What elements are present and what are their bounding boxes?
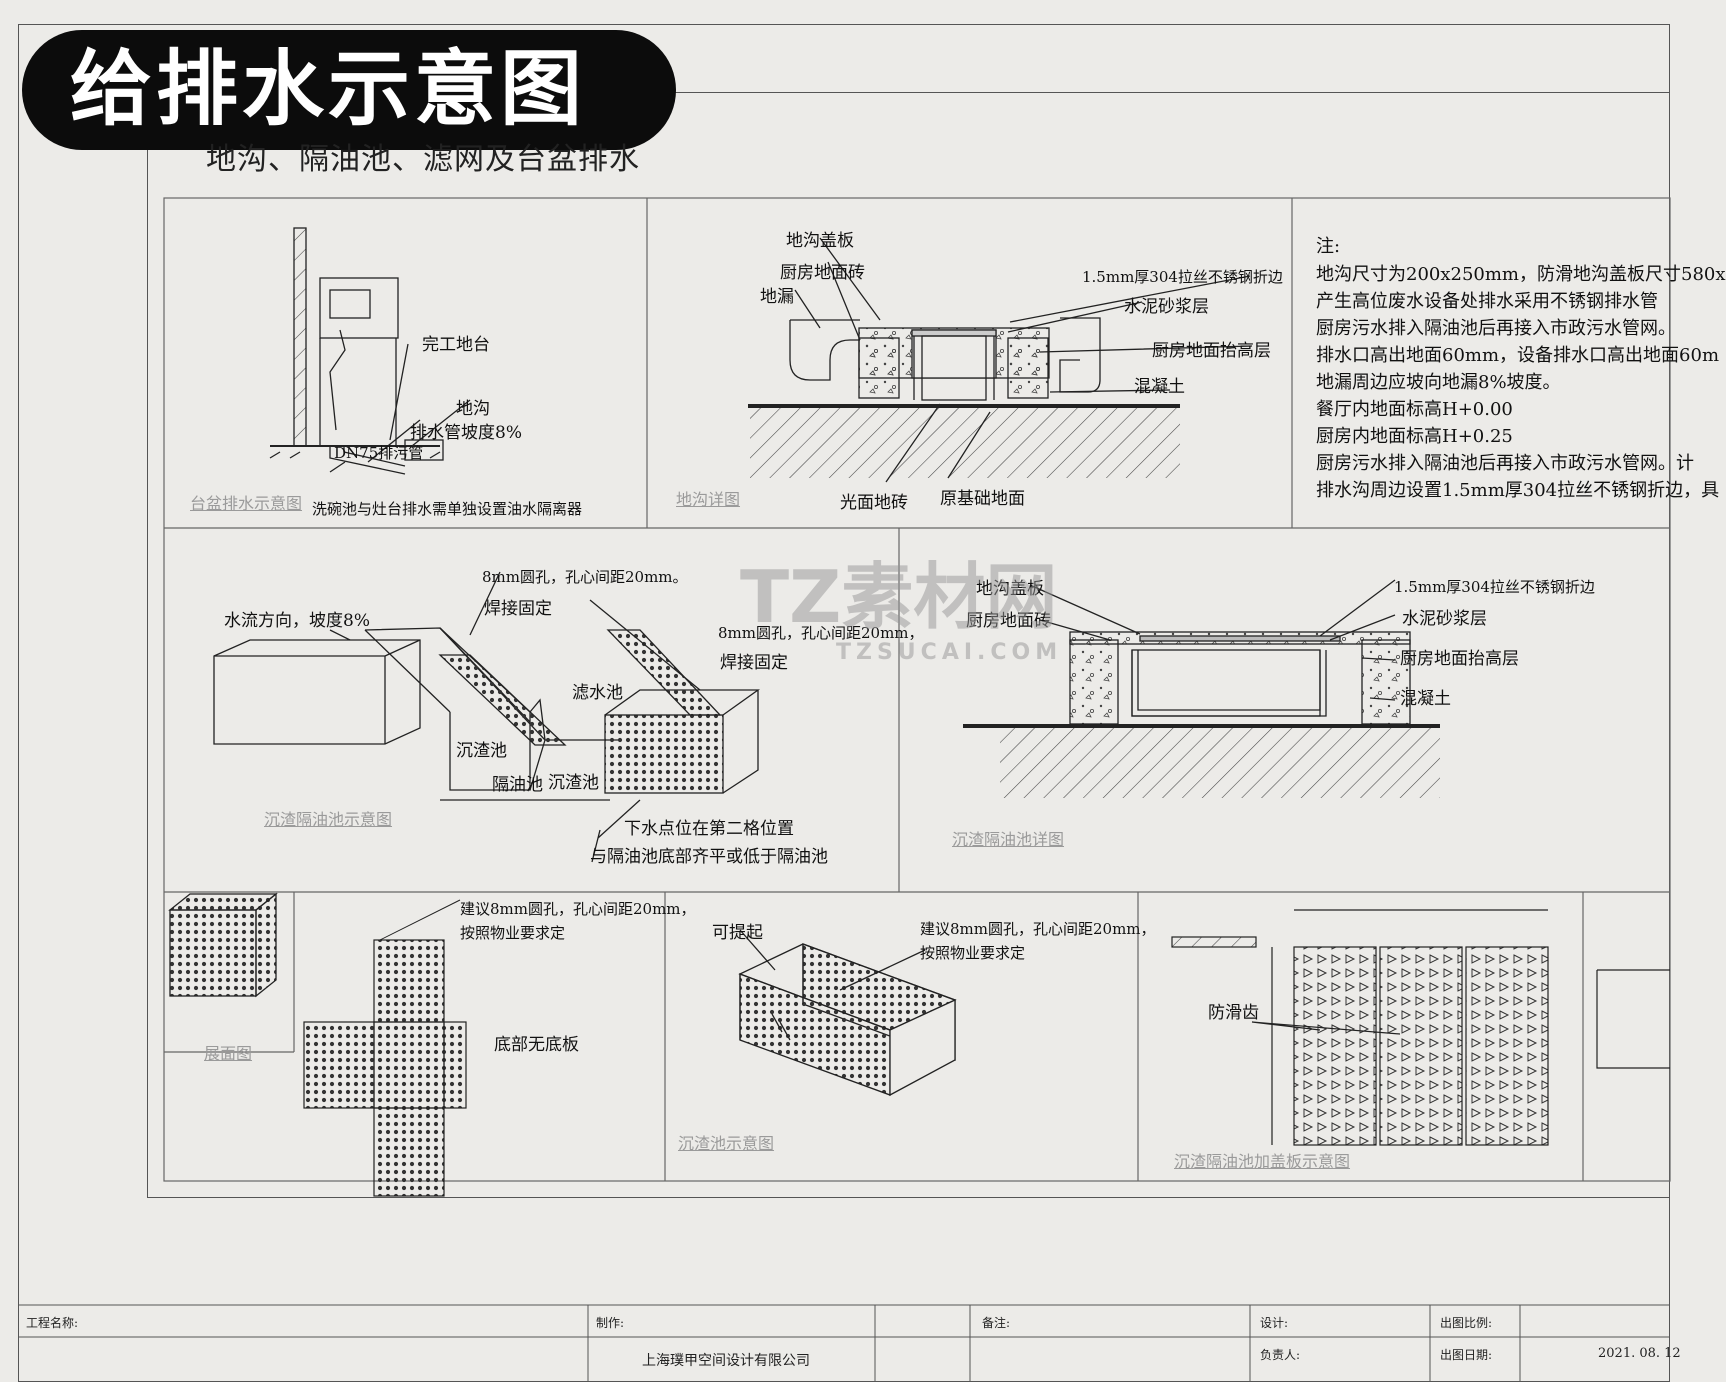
- note-line: 厨房内地面标高H+0.25: [1316, 426, 1513, 447]
- separator-detail-drawing: [963, 579, 1440, 798]
- note-line: 厨房污水排入隔油池后再接入市政污水管网。: [1316, 318, 1676, 339]
- trench-smooth-label: 光面地砖: [840, 493, 908, 513]
- sep-settle1-label: 沉渣池: [456, 741, 507, 761]
- trench-mortar-label: 水泥砂浆层: [1124, 297, 1209, 317]
- basin-remark: 洗碗池与灶台排水需单独设置油水隔离器: [312, 500, 583, 518]
- notes-head: 注:: [1316, 236, 1341, 257]
- net-base-label: 底部无底板: [494, 1035, 579, 1055]
- panel-grid: [163, 197, 1671, 1182]
- detail-raise-label: 厨房地面抬高层: [1400, 649, 1519, 669]
- sep-bottom-label: 与隔油池底部齐平或低于隔油池: [590, 847, 828, 867]
- note-line: 地漏周边应坡向地漏8%坡度。: [1316, 372, 1561, 393]
- date-value: 2021. 08. 12: [1598, 1346, 1681, 1361]
- trench-label: 地沟: [456, 399, 490, 419]
- counter-label: 完工地台: [422, 335, 490, 355]
- trench-base-label: 原基础地面: [940, 489, 1025, 509]
- trench-raise-label: 厨房地面抬高层: [1152, 341, 1271, 361]
- slope-label: 排水管坡度8%: [410, 423, 522, 443]
- basket-drawing: [738, 929, 957, 1097]
- note-line: 厨房污水排入隔油池后再接入市政污水管网。计: [1316, 453, 1694, 474]
- date-label: 出图日期:: [1440, 1348, 1493, 1362]
- title-block-grid: [18, 1304, 1670, 1382]
- cover-plate-drawing: [1171, 909, 1549, 1146]
- detail-tile-label: 厨房地面砖: [966, 611, 1051, 631]
- trench-steel-label: 1.5mm厚304拉丝不锈钢折边: [1082, 268, 1283, 286]
- sep-hole-label: 8mm圆孔，孔心间距20mm。: [482, 568, 688, 586]
- unfolded-net-drawing: [303, 899, 467, 1197]
- detail-cover-label: 地沟盖板: [976, 579, 1044, 599]
- sep-hole2-label: 8mm圆孔，孔心间距20mm，: [718, 624, 924, 642]
- note-line: 产生高位废水设备处排水采用不锈钢排水管: [1316, 291, 1658, 312]
- trench-drain-label: 地漏: [760, 287, 794, 307]
- watermark-sub: TZSUCAI.COM: [836, 640, 1063, 665]
- note-line: 排水口高出地面60mm，设备排水口高出地面60m: [1316, 345, 1720, 366]
- design-label: 设计:: [1260, 1316, 1289, 1330]
- basin-drawing: [269, 227, 471, 475]
- trench-cover-label: 地沟盖板: [786, 231, 854, 251]
- sep-weld2-label: 焊接固定: [720, 653, 788, 673]
- basket-req-label: 按照物业要求定: [920, 944, 1026, 962]
- sep-settle2-label: 沉渣池: [548, 773, 599, 793]
- basket-lift-label: 可提起: [712, 923, 763, 943]
- sheet-title: 地沟、隔油池、滤网及台盆排水: [206, 142, 640, 177]
- net-req-label: 按照物业要求定: [460, 924, 566, 942]
- trench-detail-drawing: [748, 237, 1253, 483]
- trench-tile-label: 厨房地面砖: [780, 263, 865, 283]
- detail-steel-label: 1.5mm厚304拉丝不锈钢折边: [1394, 578, 1595, 596]
- cover-caption: 沉渣隔油池加盖板示意图: [1174, 1152, 1351, 1171]
- basket-caption: 沉渣池示意图: [678, 1134, 775, 1153]
- responsible-label: 负责人:: [1260, 1348, 1301, 1362]
- sep-filter-label: 滤水池: [572, 683, 623, 703]
- watermark-main: TZ素材网: [740, 555, 1058, 639]
- drawing-canvas: [18, 197, 1671, 1382]
- scale-label: 出图比例:: [1440, 1316, 1493, 1330]
- trench-concrete-label: 混凝土: [1134, 377, 1185, 397]
- net-hole-label: 建议8mm圆孔，孔心间距20mm，: [460, 900, 696, 918]
- made-by-label: 制作:: [596, 1316, 625, 1330]
- project-name-label: 工程名称:: [26, 1316, 79, 1330]
- note-line: 餐厅内地面标高H+0.00: [1316, 399, 1513, 420]
- detail-concrete-label: 混凝土: [1400, 689, 1451, 709]
- partial-panel-drawing: [1596, 969, 1670, 1069]
- banner-title: 给排水示意图: [70, 42, 587, 137]
- cover-anti-label: 防滑齿: [1208, 1003, 1259, 1023]
- sep-oil-label: 隔油池: [492, 775, 543, 795]
- note-line: 地沟尺寸为200x250mm，防滑地沟盖板尺寸580x: [1316, 264, 1726, 285]
- banner-badge: 给排水示意图: [22, 30, 676, 150]
- basin-caption: 台盆排水示意图: [190, 494, 303, 513]
- sep-weld-label: 焊接固定: [484, 599, 552, 619]
- sep-outlet-label: 下水点位在第二格位置: [624, 819, 794, 839]
- remarks-label: 备注:: [982, 1316, 1011, 1330]
- company-name: 上海璞甲空间设计有限公司: [642, 1353, 810, 1369]
- elevation-drawing: [168, 892, 278, 998]
- sep-caption: 沉渣隔油池示意图: [264, 810, 393, 829]
- detail-caption: 沉渣隔油池详图: [952, 830, 1065, 849]
- detail-mortar-label: 水泥砂浆层: [1402, 609, 1487, 629]
- trench-caption: 地沟详图: [676, 490, 741, 509]
- sep-flow-label: 水流方向，坡度8%: [224, 611, 370, 631]
- basket-hole-label: 建议8mm圆孔，孔心间距20mm，: [920, 920, 1156, 938]
- note-line: 排水沟周边设置1.5mm厚304拉丝不锈钢折边，具: [1316, 480, 1720, 501]
- elevation-caption: 展面图: [204, 1044, 253, 1063]
- separator-drawing: [213, 571, 761, 863]
- pipe-label: DN75排污管: [334, 444, 424, 462]
